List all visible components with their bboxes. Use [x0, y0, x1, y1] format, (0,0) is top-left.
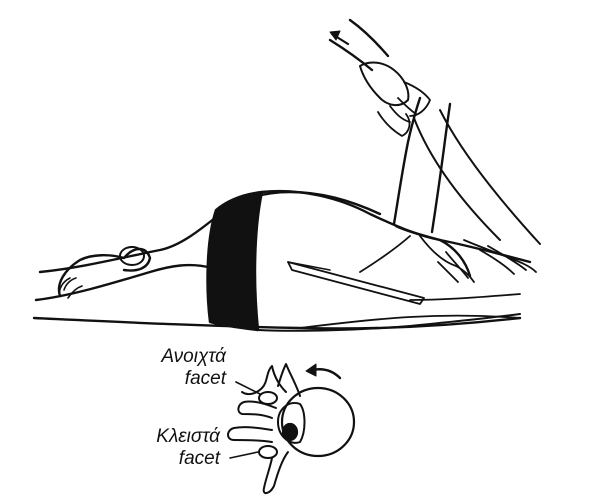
vertebral-body [282, 388, 354, 456]
therapist-hand-2 [464, 240, 536, 274]
vertebra-diagram [228, 364, 354, 493]
open-facet-pointer [236, 382, 260, 394]
shorts [208, 192, 262, 330]
upper-body [440, 240, 530, 262]
closed-facet-label-line1: Κλειστά [122, 426, 220, 448]
spinous-process-top-2 [278, 364, 300, 396]
table-line [34, 318, 520, 329]
dark-spot [283, 424, 297, 440]
strap [288, 262, 424, 304]
open-facet [259, 392, 277, 404]
open-facet-label-line2: facet [140, 368, 226, 390]
curved-arrow-left-icon [306, 364, 340, 378]
hip-crease [360, 236, 410, 272]
left-process-2 [228, 427, 272, 442]
open-facet-label-line1: Ανοιχτά [140, 346, 226, 368]
strap-end [288, 262, 330, 270]
arm-under [410, 294, 520, 300]
closed-facet [259, 446, 277, 458]
closed-facet-pointer [230, 452, 258, 458]
lower-leg [40, 214, 220, 272]
hand-grip [360, 63, 408, 106]
closed-facet-label-line2: facet [122, 448, 220, 470]
